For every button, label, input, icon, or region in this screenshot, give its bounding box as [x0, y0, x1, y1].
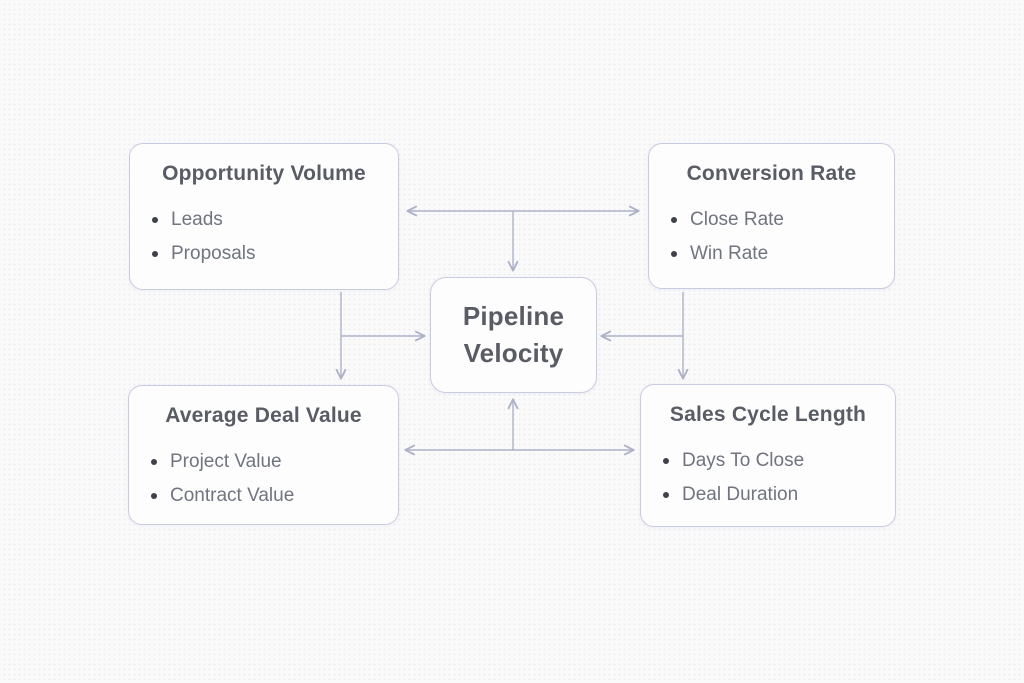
node-conversion-rate: Conversion Rate Close Rate Win Rate	[648, 143, 895, 289]
node-average-deal-value: Average Deal Value Project Value Contrac…	[128, 385, 399, 525]
bullet-icon	[671, 217, 677, 223]
list-item: Project Value	[151, 445, 376, 479]
center-node-title-line: Pipeline	[462, 301, 565, 331]
bullet-icon	[151, 459, 157, 465]
list-item: Leads	[152, 203, 376, 237]
bullet-icon	[151, 493, 157, 499]
list-item-label: Project Value	[170, 451, 282, 472]
list-item-label: Proposals	[171, 243, 256, 264]
list-item-label: Win Rate	[690, 243, 769, 264]
list-item: Proposals	[152, 237, 376, 271]
node-title: Opportunity Volume	[162, 162, 366, 185]
bullet-icon	[152, 217, 158, 223]
bullet-icon	[663, 458, 669, 464]
node-sales-cycle-length: Sales Cycle Length Days To Close Deal Du…	[640, 384, 896, 527]
node-pipeline-velocity: Pipeline Velocity	[430, 277, 597, 393]
node-title: Average Deal Value	[165, 404, 362, 427]
list-item: Win Rate	[671, 237, 872, 271]
node-opportunity-volume: Opportunity Volume Leads Proposals	[129, 143, 399, 290]
node-item-list: Days To Close Deal Duration	[663, 444, 873, 512]
center-node-title-line: Velocity	[463, 338, 564, 368]
list-item-label: Contract Value	[170, 485, 295, 506]
bullet-icon	[663, 492, 669, 498]
list-item-label: Close Rate	[690, 209, 784, 230]
node-title: Sales Cycle Length	[669, 403, 867, 426]
node-title: Conversion Rate	[686, 162, 857, 185]
bullet-icon	[671, 251, 677, 257]
list-item-label: Deal Duration	[682, 484, 799, 505]
list-item: Close Rate	[671, 203, 872, 237]
list-item: Deal Duration	[663, 478, 873, 512]
node-item-list: Close Rate Win Rate	[671, 203, 872, 271]
bullet-icon	[152, 251, 158, 257]
list-item: Days To Close	[663, 444, 873, 478]
node-item-list: Leads Proposals	[152, 203, 376, 271]
list-item-label: Days To Close	[682, 450, 805, 471]
node-item-list: Project Value Contract Value	[151, 445, 376, 513]
list-item-label: Leads	[171, 209, 223, 230]
list-item: Contract Value	[151, 479, 376, 513]
